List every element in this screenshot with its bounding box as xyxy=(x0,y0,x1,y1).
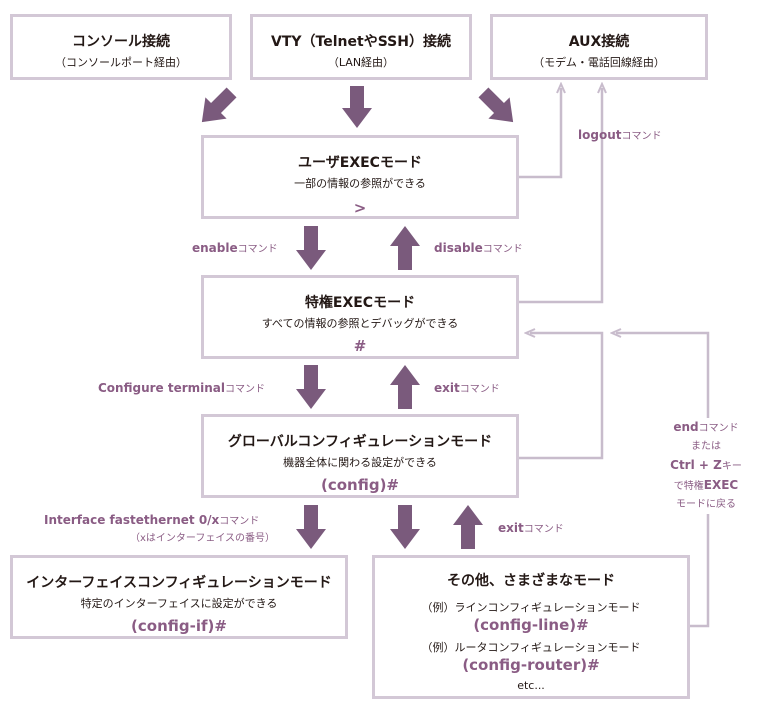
arrow-exit-up xyxy=(390,365,420,409)
end-cmd: end xyxy=(673,420,699,434)
vty-connection-box: VTY（TelnetやSSH）接続 （LAN経由） xyxy=(250,14,472,80)
other-ex1-label: （例）ラインコンフィギュレーションモード xyxy=(421,601,641,614)
disable-cmd: disable xyxy=(434,241,483,255)
end-line-1: endコマンド xyxy=(650,418,760,438)
user-exec-title: ユーザEXECモード xyxy=(298,155,422,171)
exit1-cmd: exit xyxy=(434,381,460,395)
configure-cmd: Configure terminal xyxy=(98,381,226,395)
if-config-box: インターフェイスコンフィギュレーションモード 特定のインターフェイスに設定ができ… xyxy=(10,555,348,639)
console-connection-box: コンソール接続 （コンソールポート経由） xyxy=(10,14,232,80)
end-line-4: で特権EXEC xyxy=(650,476,760,496)
end-suffix: コマンド xyxy=(698,423,739,434)
interface-cmd: Interface fastethernet 0/x xyxy=(44,513,220,527)
arrow-enable-down xyxy=(296,226,326,270)
user-exec-box: ユーザEXECモード 一部の情報の参照ができる > xyxy=(201,135,519,219)
if-config-title: インターフェイスコンフィギュレーションモード xyxy=(26,575,332,591)
logout-label: logoutコマンド xyxy=(578,127,661,142)
global-config-prompt: (config)# xyxy=(320,476,399,494)
arrow-other-down xyxy=(390,505,420,549)
logout-cmd: logout xyxy=(578,128,622,142)
other-ex1-prompt: (config-line)# xyxy=(473,616,589,634)
other-modes-box: その他、さまざまなモード （例）ラインコンフィギュレーションモード (confi… xyxy=(372,555,690,699)
end-line-3: Ctrl + Zキー xyxy=(650,456,760,476)
end-label: endコマンド または Ctrl + Zキー で特権EXEC モードに戻る xyxy=(650,418,760,514)
interface-note-text: （xはインターフェイスの番号） xyxy=(130,533,276,544)
arrow-disable-up xyxy=(390,226,420,270)
disable-suffix: コマンド xyxy=(482,244,523,255)
logout-line-priv xyxy=(518,88,602,304)
user-exec-sub: 一部の情報の参照ができる xyxy=(294,177,426,190)
global-config-box: グローバルコンフィギュレーションモード 機器全体に関わる設定ができる (conf… xyxy=(201,414,519,498)
enable-label: enableコマンド xyxy=(192,240,278,255)
enable-suffix: コマンド xyxy=(237,244,278,255)
other-ex2-label: （例）ルータコンフィギュレーションモード xyxy=(421,641,641,654)
if-config-sub: 特定のインターフェイスに設定ができる xyxy=(80,597,278,610)
priv-exec-box: 特権EXECモード すべての情報の参照とデバッグができる # xyxy=(201,275,519,359)
if-config-prompt: (config-if)# xyxy=(131,617,227,635)
aux-connection-box: AUX接続 （モデム・電話回線経由） xyxy=(490,14,708,80)
user-exec-prompt: > xyxy=(353,199,367,217)
arrow-interface-down xyxy=(296,505,326,549)
arrow-vty-to-user xyxy=(342,86,372,128)
exit2-suffix: コマンド xyxy=(523,524,564,535)
global-config-title: グローバルコンフィギュレーションモード xyxy=(227,434,493,450)
end-priv-prefix: で特権 xyxy=(673,481,704,492)
exit2-label: exitコマンド xyxy=(498,520,564,535)
exit1-suffix: コマンド xyxy=(459,384,500,395)
other-title: その他、さまざまなモード xyxy=(447,573,615,589)
arrow-console-to-user xyxy=(201,87,237,123)
disable-label: disableコマンド xyxy=(434,240,523,255)
interface-note: （xはインターフェイスの番号） xyxy=(130,529,275,544)
priv-exec-title: 特権EXECモード xyxy=(304,295,416,311)
arrow-aux-to-user xyxy=(478,87,514,123)
ctrl-key: Ctrl xyxy=(670,458,695,472)
end-exec-word: EXEC xyxy=(703,478,739,492)
vty-title: VTY（TelnetやSSH）接続 xyxy=(271,34,451,50)
arrow-exit2-up xyxy=(453,505,483,549)
return-line-global xyxy=(518,333,604,460)
exit2-cmd: exit xyxy=(498,521,524,535)
aux-title: AUX接続 xyxy=(568,34,630,50)
configure-label: Configure terminalコマンド xyxy=(98,380,265,395)
global-config-sub: 機器全体に関わる設定ができる xyxy=(283,456,437,469)
vty-sub: （LAN経由） xyxy=(327,56,395,69)
logout-line-user xyxy=(518,88,561,179)
aux-sub: （モデム・電話回線経由） xyxy=(533,56,665,69)
exit1-label: exitコマンド xyxy=(434,380,500,395)
console-title: コンソール接続 xyxy=(72,34,170,50)
z-key: Z xyxy=(713,458,722,472)
interface-suffix: コマンド xyxy=(219,516,260,527)
other-ex2-prompt: (config-router)# xyxy=(462,656,600,674)
end-line-5: モードに戻る xyxy=(676,499,736,510)
logout-suffix: コマンド xyxy=(621,131,662,142)
enable-cmd: enable xyxy=(192,241,238,255)
console-sub: （コンソールポート経由） xyxy=(55,56,187,69)
configure-suffix: コマンド xyxy=(225,384,266,395)
key-suffix: キー xyxy=(721,461,742,472)
interface-label: Interface fastethernet 0/xコマンド xyxy=(44,512,259,527)
plus-sign: + xyxy=(694,458,714,472)
other-etc: etc... xyxy=(517,679,545,692)
arrow-configure-down xyxy=(296,365,326,409)
priv-exec-prompt: # xyxy=(353,337,367,355)
priv-exec-sub: すべての情報の参照とデバッグができる xyxy=(261,317,459,330)
end-line-2: または xyxy=(691,441,721,452)
